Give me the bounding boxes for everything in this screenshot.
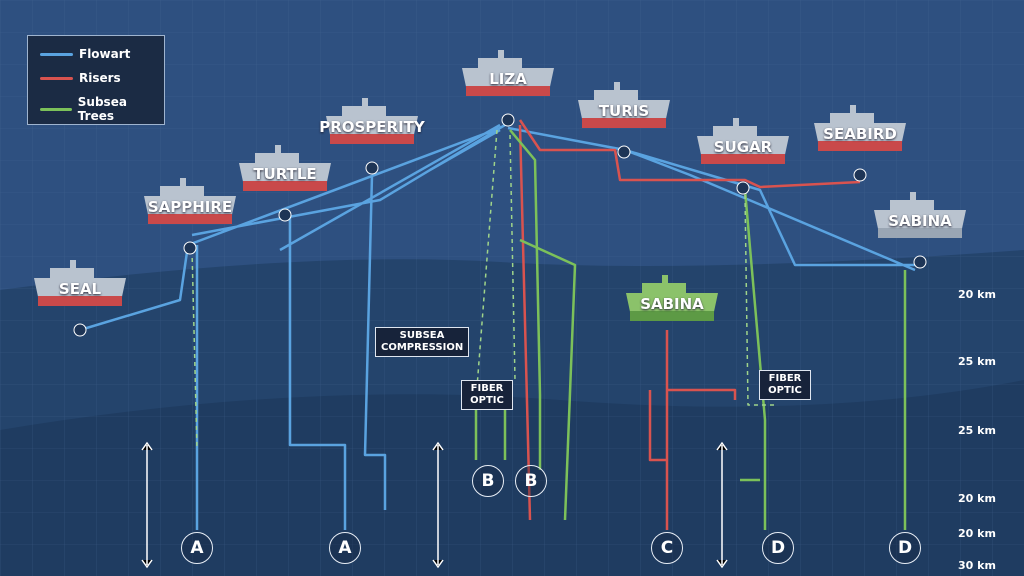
vessel-icon: [34, 260, 126, 306]
turret-icon: [617, 145, 631, 159]
vessel-icon: [239, 145, 331, 191]
depth-label: 25 km: [958, 424, 996, 437]
legend-flowart: Flowart: [40, 47, 130, 61]
well-marker[interactable]: B: [472, 465, 504, 497]
well-marker[interactable]: D: [762, 532, 794, 564]
vessel-icon: [326, 98, 418, 144]
vessel-label: SEAL: [58, 280, 102, 298]
turret-icon: [183, 241, 197, 255]
vessel-label: TURIS: [598, 102, 650, 120]
vessel-icon: [626, 275, 718, 321]
vessel-icon: [144, 178, 236, 224]
vessel-label: SUGAR: [713, 138, 773, 156]
depth-label: 30 km: [958, 559, 996, 572]
well-marker[interactable]: C: [651, 532, 683, 564]
vessel-label: SAPPHIRE: [147, 198, 233, 216]
callout-fiber-optic: FIBER OPTIC: [461, 380, 513, 410]
legend: Flowart Risers Subsea Trees: [27, 35, 165, 125]
turret-icon: [853, 168, 867, 182]
well-marker[interactable]: D: [889, 532, 921, 564]
depth-label: 20 km: [958, 527, 996, 540]
vessel-label: PROSPERITY: [319, 118, 425, 136]
turret-icon: [73, 323, 87, 337]
vessel-icon: [697, 118, 789, 164]
vessel-label: SEABIRD: [823, 125, 897, 143]
turret-icon: [736, 181, 750, 195]
legend-risers: Risers: [40, 71, 121, 85]
well-marker[interactable]: A: [329, 532, 361, 564]
vessel-icon: [814, 105, 906, 151]
depth-label: 20 km: [958, 288, 996, 301]
vessel-label: LIZA: [489, 70, 527, 88]
well-marker[interactable]: B: [515, 465, 547, 497]
callout-fiber-optic: FIBER OPTIC: [759, 370, 811, 400]
legend-label: Risers: [79, 71, 121, 85]
vessel-label: SABINA: [888, 212, 952, 230]
well-marker[interactable]: A: [181, 532, 213, 564]
legend-label: Flowart: [79, 47, 131, 61]
flowlines: [79, 119, 916, 530]
legend-subsea-trees: Subsea Trees: [40, 95, 164, 123]
vessel-icon: [874, 192, 966, 238]
vessel-label: SABINA: [640, 295, 704, 313]
legend-label: Subsea Trees: [77, 95, 127, 123]
turret-icon: [278, 208, 292, 222]
vessel-icon: [462, 50, 554, 96]
depth-arrows: [141, 441, 728, 569]
turret-icon: [501, 113, 515, 127]
vessel-icon: [578, 82, 670, 128]
turret-icon: [365, 161, 379, 175]
callout-subsea-compression: SUBSEA COMPRESSION: [375, 327, 469, 357]
turret-icon: [913, 255, 927, 269]
depth-label: 25 km: [958, 355, 996, 368]
vessel-label: TURTLE: [253, 165, 317, 183]
depth-label: 20 km: [958, 492, 996, 505]
